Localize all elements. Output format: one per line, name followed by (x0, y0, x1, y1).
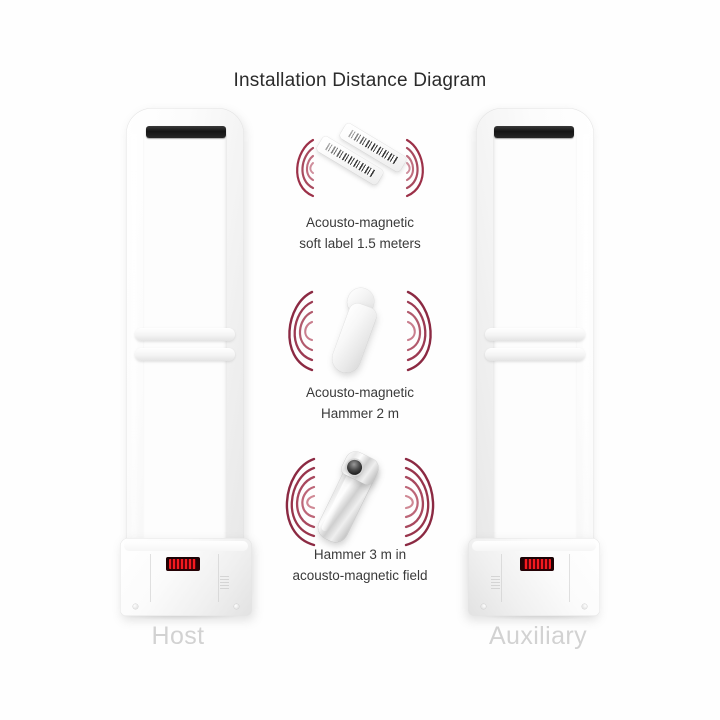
label-line: soft label 1.5 meters (299, 236, 421, 251)
hammer-detacher-white (319, 283, 403, 384)
led-glow (524, 559, 551, 569)
wave-arcs-right (399, 134, 451, 202)
wave-arcs-left (252, 456, 322, 548)
pedestal-caption-host: Host (151, 622, 205, 650)
base-seam (501, 554, 502, 602)
base-top-bevel (472, 541, 596, 551)
pedestal-frame (476, 108, 594, 608)
label-line: Acousto-magnetic (305, 215, 415, 230)
base-vent-grille (220, 576, 229, 589)
pedestal-crossbar-lower (135, 348, 235, 361)
item-label-hammer-2m: Acousto-magnetic Hammer 2 m (230, 382, 490, 424)
wave-arcs-left (258, 288, 320, 374)
item-label-hammer-3m: Hammer 3 m in acousto-magnetic field (230, 544, 490, 586)
pedestal-caption-auxiliary: Auxiliary (488, 622, 588, 650)
base-seam (150, 554, 151, 602)
base-seam (569, 554, 570, 602)
pedestal-rail-highlight (131, 132, 137, 584)
wave-arcs-left (269, 134, 321, 202)
led-display-icon (520, 557, 554, 571)
pedestal-crossbar-upper (135, 328, 235, 341)
pedestal-auxiliary (468, 108, 602, 620)
base-screw (133, 604, 138, 609)
pedestal-host (118, 108, 252, 620)
base-seam (218, 554, 219, 602)
sensor-strip-icon (146, 126, 226, 138)
led-glow (169, 559, 196, 569)
hammer-handle (328, 301, 379, 377)
item-label-soft-label: Acousto-magnetic soft label 1.5 meters (230, 212, 490, 254)
pedestal-frame (126, 108, 244, 608)
pedestal-base-housing (120, 538, 252, 616)
wave-arcs-right (398, 456, 468, 548)
label-line: acousto-magnetic field (292, 568, 428, 583)
base-screw (481, 604, 486, 609)
wave-arcs-right (400, 288, 462, 374)
label-line: Hammer 2 m (320, 406, 399, 421)
pedestal-crossbar-lower (485, 348, 585, 361)
label-line: Acousto-magnetic (305, 385, 415, 400)
detection-item-hammer-3m: Hammer 3 m in acousto-magnetic field (252, 448, 468, 592)
detection-item-soft-label: Acousto-magnetic soft label 1.5 meters (265, 122, 455, 260)
base-screw (582, 604, 587, 609)
pedestal-crossbar-upper (485, 328, 585, 341)
label-line: Hammer 3 m in (313, 547, 407, 562)
sensor-strip-icon (494, 126, 574, 138)
led-display-icon (166, 557, 200, 571)
detection-item-hammer-2m: Acousto-magnetic Hammer 2 m (258, 282, 462, 422)
base-screw (234, 604, 239, 609)
base-top-bevel (124, 541, 248, 551)
base-vent-grille (491, 576, 500, 589)
page-title: Installation Distance Diagram (233, 70, 487, 91)
